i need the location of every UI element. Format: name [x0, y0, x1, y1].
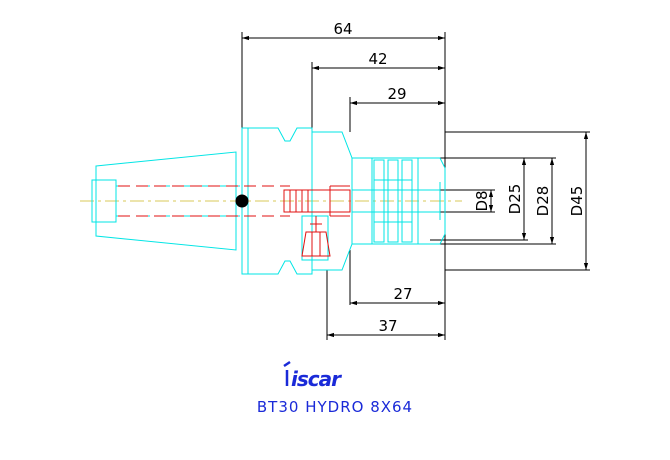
coolant-and-screw-detail — [118, 185, 351, 257]
drawing-caption: BT30 HYDRO 8X64 — [256, 398, 414, 416]
stop-screw — [283, 189, 351, 213]
screw-pocket — [301, 215, 329, 261]
nose — [352, 157, 446, 245]
horizontal-dimension-lines — [242, 35, 445, 338]
dim-label-29: 29 — [387, 85, 406, 103]
actuating-screw — [301, 231, 331, 257]
logo-text: iscar — [291, 367, 342, 391]
dim-label-d28: D28 — [534, 186, 552, 217]
drive-key-marker — [235, 194, 249, 208]
dim-label-64: 64 — [333, 20, 352, 38]
dim-label-d8: D8 — [473, 190, 491, 211]
retention-knob-pocket — [91, 179, 117, 223]
iscar-logo: iscar — [283, 360, 343, 391]
extension-lines — [241, 32, 590, 340]
dim-label-37: 37 — [378, 317, 397, 335]
dim-label-d25: D25 — [506, 184, 524, 215]
dim-label-42: 42 — [368, 50, 387, 68]
dim-label-d45: D45 — [568, 186, 586, 217]
vertical-dimension-lines — [488, 132, 589, 270]
dim-label-27: 27 — [393, 285, 412, 303]
